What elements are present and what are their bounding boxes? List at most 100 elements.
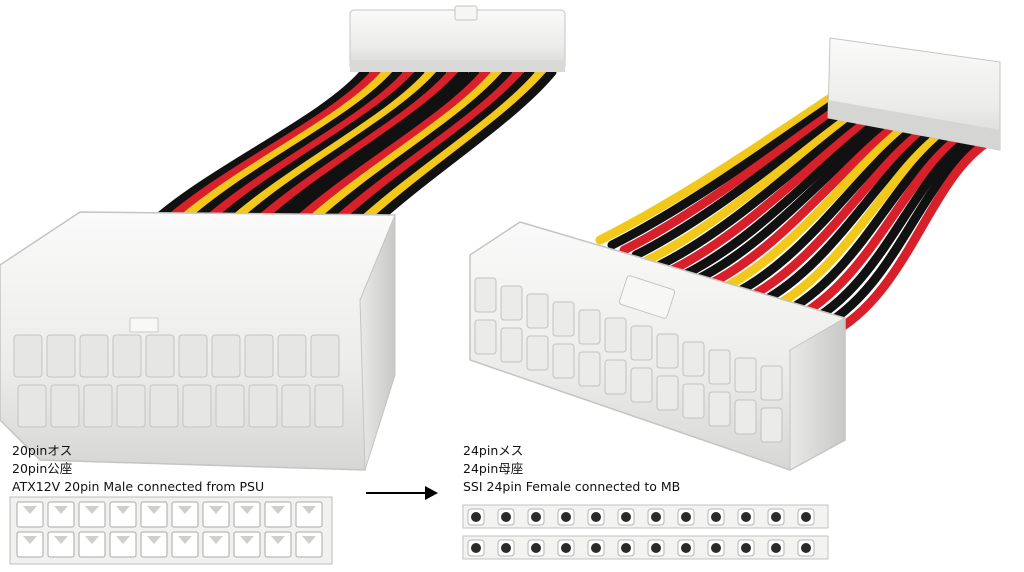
pin-slot	[171, 531, 199, 558]
pin-key	[209, 536, 223, 544]
pin-contact	[681, 512, 691, 522]
pin-slot	[233, 531, 261, 558]
pin-slot	[233, 501, 261, 528]
pin-key	[23, 536, 37, 544]
pin-key	[54, 506, 68, 514]
socket-cell	[79, 334, 109, 378]
socket-cell	[734, 357, 757, 393]
socket-cell	[248, 384, 278, 428]
pin-contact	[501, 543, 511, 553]
wire	[619, 95, 856, 255]
wire	[775, 128, 960, 320]
wire	[679, 108, 896, 280]
pin-key	[178, 506, 192, 514]
wire	[655, 103, 880, 270]
socket-cell	[578, 351, 601, 387]
pin-slot	[295, 531, 323, 558]
pin-key	[271, 506, 285, 514]
wire	[184, 67, 403, 230]
pin-key	[85, 536, 99, 544]
socket-cell	[604, 317, 627, 353]
pin-slot	[202, 501, 230, 528]
socket-cell	[13, 334, 43, 378]
arrow	[366, 486, 438, 500]
pin-contact	[621, 543, 631, 553]
pin-key	[302, 506, 316, 514]
socket-cell	[630, 367, 653, 403]
pin-contact	[651, 512, 661, 522]
socket-cell	[526, 335, 549, 371]
pin-contact	[711, 543, 721, 553]
wire	[823, 138, 992, 340]
pin-contact	[621, 512, 631, 522]
pin-contact	[591, 543, 601, 553]
pin-slot	[140, 501, 168, 528]
socket-cell	[708, 391, 731, 427]
pin-contact	[561, 543, 571, 553]
wire	[223, 67, 436, 230]
socket-cell	[708, 349, 731, 385]
pin-key	[271, 536, 285, 544]
pin-contact	[771, 543, 781, 553]
pin-key	[116, 506, 130, 514]
socket-cell	[656, 375, 679, 411]
pin-slot	[47, 501, 75, 528]
right-pinout-diagram	[462, 504, 829, 560]
socket-cell	[112, 334, 142, 378]
socket-cell	[244, 334, 274, 378]
socket-cell	[116, 384, 146, 428]
pin-key	[147, 536, 161, 544]
caption-line: 20pinオス	[12, 443, 73, 458]
pin-contact	[531, 543, 541, 553]
pin-contact	[591, 512, 601, 522]
pin-key	[209, 506, 223, 514]
caption-line: 20pin公座	[12, 461, 73, 476]
pin-key	[178, 536, 192, 544]
pin-key	[240, 536, 254, 544]
wire	[643, 100, 872, 265]
socket-cell	[281, 384, 311, 428]
pin-slot	[109, 501, 137, 528]
socket-cell	[734, 399, 757, 435]
wire	[301, 67, 502, 230]
wire	[667, 105, 888, 275]
caption-line: 24pin母座	[463, 461, 524, 476]
caption-line: SSI 24pin Female connected to MB	[463, 479, 681, 494]
pin-slot	[47, 531, 75, 558]
socket-cell	[46, 334, 76, 378]
socket-cell	[215, 384, 245, 428]
socket-cell	[682, 341, 705, 377]
socket-cell	[552, 301, 575, 337]
pin-key	[23, 506, 37, 514]
left-connector-caption: 20pinオス 20pin公座 ATX12V 20pin Male connec…	[12, 442, 264, 496]
right-24pin-housing	[469, 221, 846, 471]
wire	[366, 67, 557, 230]
socket-cell	[314, 384, 344, 428]
pin-contact	[501, 512, 511, 522]
wire	[787, 130, 968, 325]
pin-contact	[681, 543, 691, 553]
wire	[197, 67, 414, 230]
wire	[751, 123, 944, 310]
socket-cell	[182, 384, 212, 428]
wire	[171, 67, 392, 230]
left-20pin-housing	[0, 211, 396, 471]
wire	[210, 67, 425, 230]
wire	[811, 135, 984, 335]
socket-cell	[630, 325, 653, 361]
pin-slot	[202, 531, 230, 558]
pin-contact	[471, 543, 481, 553]
pin-slot	[264, 531, 292, 558]
left-top-connector	[349, 5, 566, 72]
pin-slot	[78, 531, 106, 558]
pin-contact	[531, 512, 541, 522]
wire	[763, 125, 952, 315]
pin-contact	[561, 512, 571, 522]
wire	[691, 110, 904, 285]
caption-line: 24pinメス	[463, 443, 524, 458]
wire	[607, 93, 848, 250]
pin-slot	[78, 501, 106, 528]
socket-cell	[211, 334, 241, 378]
socket-cell	[310, 334, 340, 378]
